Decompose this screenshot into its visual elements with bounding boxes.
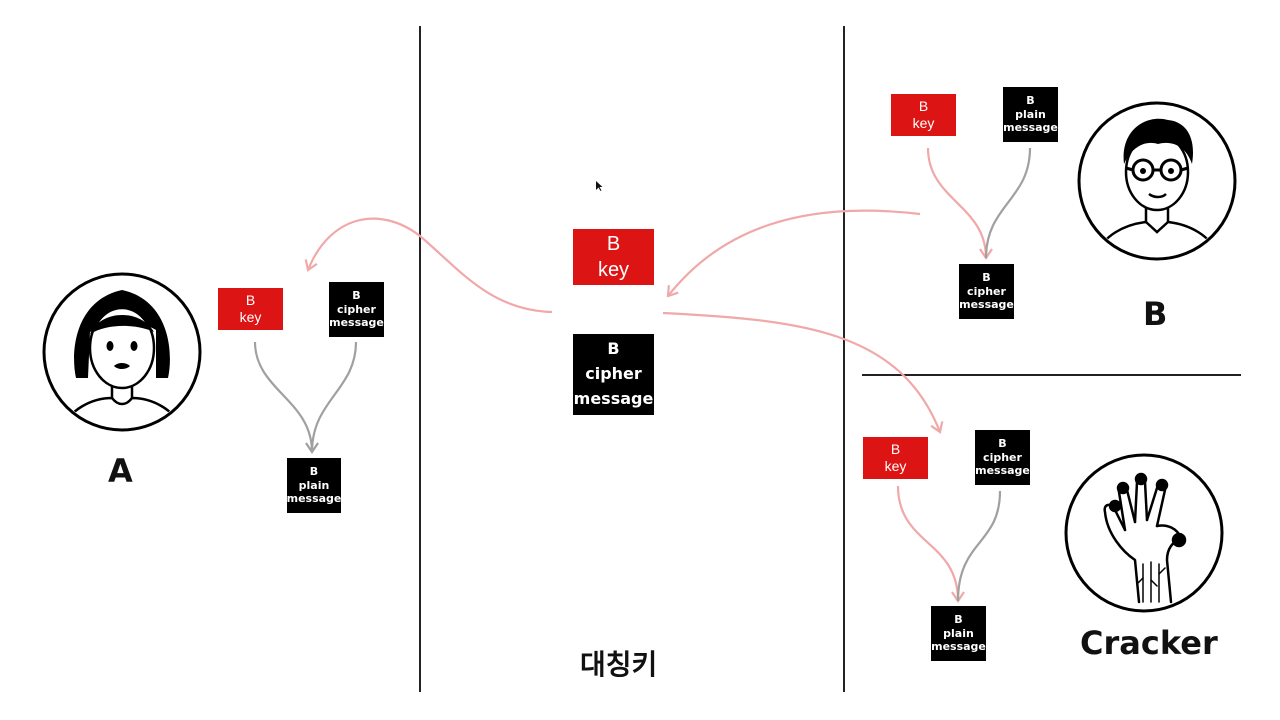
a-key-text: key (239, 309, 262, 325)
avatar-cracker (1064, 453, 1224, 613)
a-result-line1: plain (298, 478, 330, 492)
arrow-a-key-merge (253, 341, 319, 454)
center-key-box: B key (573, 229, 654, 285)
b-result-owner: B (982, 270, 991, 284)
a-key-owner: B (245, 292, 256, 309)
arrow-cracker-cipher-merge (956, 490, 1002, 602)
divider-left (419, 26, 421, 692)
avatar-b (1077, 101, 1237, 261)
arrow-b-plain-merge (984, 147, 1032, 259)
avatar-a (42, 272, 202, 432)
person-b-label: B (1143, 295, 1168, 333)
center-key-text: key (597, 259, 630, 281)
arrow-center-to-a (304, 217, 553, 314)
cracker-result-box: B plain message (931, 606, 986, 661)
center-cipher-line1: cipher (585, 364, 642, 384)
center-cipher-line2: message (573, 388, 654, 408)
b-plain-box: B plain message (1003, 87, 1058, 142)
a-cipher-owner: B (352, 288, 361, 302)
person-a-label: A (108, 452, 133, 490)
a-key-box: B key (218, 288, 283, 330)
a-result-line2: message (286, 492, 342, 506)
mouse-cursor-icon (596, 181, 603, 191)
cracker-result-owner: B (954, 612, 963, 626)
cracker-key-owner: B (890, 441, 901, 458)
cracker-key-text: key (884, 458, 907, 474)
divider-horizontal (862, 374, 1241, 376)
arrow-center-to-cracker (662, 311, 944, 434)
cracker-cipher-line2: message (975, 464, 1030, 478)
cracker-result-line2: message (931, 640, 986, 654)
b-key-text: key (912, 115, 935, 131)
b-result-box: B cipher message (959, 264, 1014, 319)
cracker-label: Cracker (1080, 624, 1218, 662)
center-key-owner: B (606, 233, 621, 255)
b-plain-line1: plain (1015, 107, 1046, 121)
b-key-box: B key (891, 94, 956, 136)
b-result-line1: cipher (967, 284, 1006, 298)
arrow-a-cipher-merge (310, 341, 358, 453)
center-cipher-box: B cipher message (573, 334, 654, 415)
cracker-key-box: B key (863, 437, 928, 479)
diagram-title: 대칭키 (580, 648, 658, 681)
a-cipher-line1: cipher (337, 302, 376, 316)
cracker-cipher-line1: cipher (983, 450, 1022, 464)
arrow-b-to-center (666, 209, 921, 298)
a-result-box: B plain message (287, 458, 341, 513)
cracker-result-line1: plain (943, 626, 974, 640)
center-cipher-owner: B (607, 339, 620, 359)
cracker-cipher-box: B cipher message (975, 430, 1030, 485)
a-cipher-line2: message (329, 316, 384, 330)
b-key-owner: B (918, 98, 929, 115)
a-result-owner: B (309, 464, 319, 478)
arrow-b-key-merge (926, 147, 993, 260)
cracker-cipher-owner: B (998, 436, 1007, 450)
b-plain-owner: B (1026, 93, 1035, 107)
a-cipher-box: B cipher message (329, 282, 384, 337)
b-result-line2: message (959, 298, 1014, 312)
divider-right (843, 26, 845, 692)
b-plain-line2: message (1003, 121, 1058, 135)
arrow-cracker-key-merge (896, 485, 965, 603)
